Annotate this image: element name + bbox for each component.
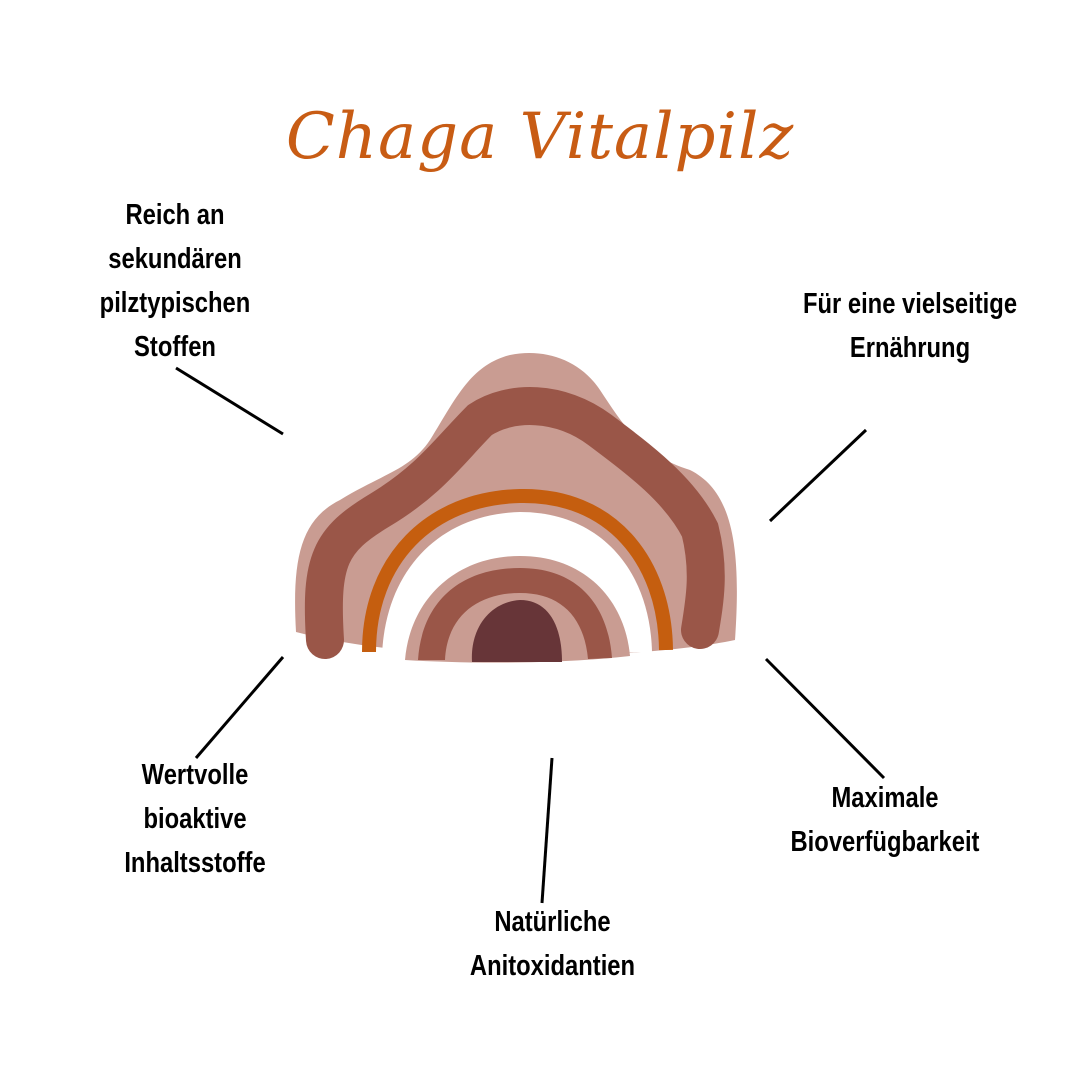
label-line: Reich an <box>125 199 225 231</box>
line-top-left <box>175 366 284 436</box>
chaga-mushroom-icon <box>295 353 737 663</box>
label-top-left: Reich an sekundären pilztypischen Stoffe… <box>81 193 270 369</box>
label-line: sekundären <box>108 243 242 275</box>
label-line: Wertvolle <box>141 759 249 791</box>
inner-mid-arc <box>418 568 612 660</box>
label-line: Stoffen <box>134 331 216 363</box>
label-line: bioaktive <box>143 803 247 835</box>
label-line: Inhaltsstoffe <box>124 847 266 879</box>
label-line: Ernährung <box>849 332 971 364</box>
label-line: Natürliche <box>494 906 611 938</box>
label-line: pilztypischen <box>99 287 251 319</box>
label-bottom-center: Natürliche Anitoxidantien <box>452 900 653 988</box>
page-title: Chaga Vitalpilz <box>285 100 795 174</box>
line-top-right <box>768 428 868 523</box>
connector-lines <box>175 366 886 904</box>
line-bottom-right <box>764 657 886 780</box>
label-bottom-right: Maximale Bioverfügbarkeit <box>778 776 991 864</box>
label-top-right: Für eine vielseitige Ernährung <box>787 282 1033 370</box>
label-line: Bioverfügbarkeit <box>790 826 980 858</box>
label-bottom-left: Wertvolle bioaktive Inhaltsstoffe <box>101 753 290 885</box>
label-line: Für eine vielseitige <box>802 288 1018 320</box>
mid-band <box>304 387 725 659</box>
line-bottom-center <box>540 757 554 904</box>
line-bottom-left <box>194 656 285 759</box>
orange-arc <box>362 488 673 653</box>
label-line: Maximale <box>831 782 939 814</box>
dark-core <box>471 600 562 662</box>
label-line: Anitoxidantien <box>469 950 636 982</box>
